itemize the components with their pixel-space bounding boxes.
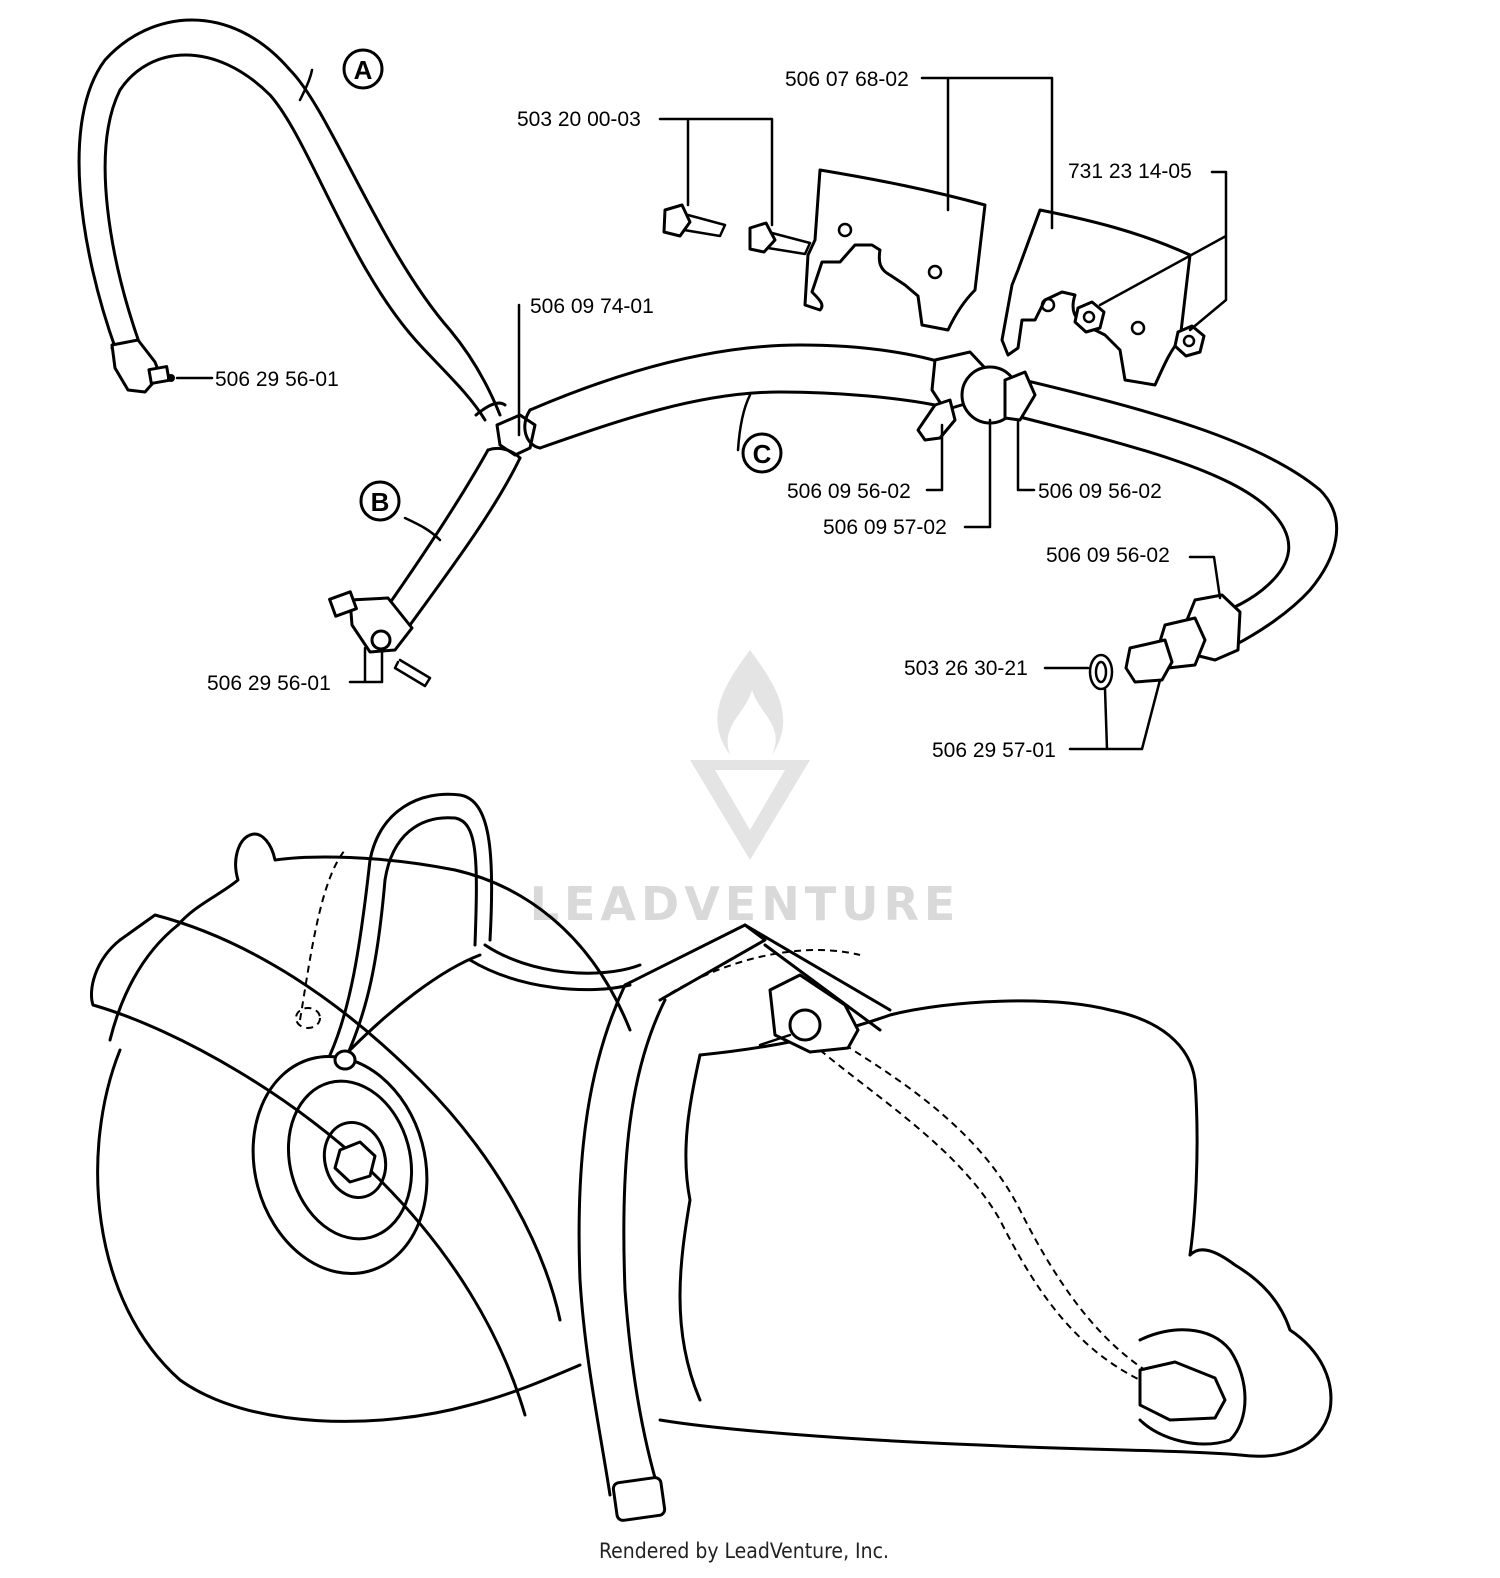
valve-assembly — [916, 350, 1037, 442]
part-label-valve: 506 09 57-02 — [823, 516, 947, 539]
part-label-clamp-left: 506 09 56-02 — [787, 480, 911, 503]
nozzle-b — [328, 590, 432, 688]
watermark: LEADVENTURE — [530, 650, 961, 931]
v-watermark-icon — [690, 760, 810, 860]
cut-off-saw-illustration — [90, 792, 1333, 1522]
callout-c: C — [741, 432, 783, 474]
part-label-clamp-right: 506 09 56-02 — [1038, 480, 1162, 503]
flame-watermark-icon — [717, 650, 784, 755]
watermark-text: LEADVENTURE — [530, 877, 961, 931]
part-label-t-connector: 506 09 74-01 — [530, 295, 654, 318]
svg-text:A: A — [354, 55, 373, 85]
part-label-nut: 731 23 14-05 — [1068, 160, 1192, 183]
hose-b — [383, 446, 522, 627]
part-label-screw: 503 20 00-03 — [517, 108, 641, 131]
part-label-nozzle-a: 506 29 56-01 — [215, 368, 339, 391]
part-label-cover-plate: 506 07 68-02 — [785, 68, 909, 91]
cover-plate-right — [1000, 208, 1192, 387]
part-label-nozzle-b: 506 29 56-01 — [207, 672, 331, 695]
part-label-coupling: 506 29 57-01 — [932, 739, 1056, 762]
callout-b: B — [359, 480, 401, 522]
nut-right — [1173, 324, 1206, 358]
nozzle-a — [110, 338, 175, 394]
screw-right — [748, 221, 812, 256]
svg-text:C: C — [753, 439, 772, 469]
part-label-o-ring: 503 26 30-21 — [904, 657, 1028, 680]
coupling-assembly — [1088, 593, 1242, 691]
leader-lines — [175, 68, 1228, 751]
part-label-clamp-coupling: 506 09 56-02 — [1046, 544, 1170, 567]
hose-c — [523, 343, 1339, 647]
footer-credit: Rendered by LeadVenture, Inc. — [599, 1539, 889, 1563]
callout-a: A — [342, 48, 384, 90]
svg-text:B: B — [371, 487, 390, 517]
nut-left — [1073, 300, 1106, 334]
screw-left — [662, 203, 727, 238]
cover-plate-left — [803, 168, 987, 332]
